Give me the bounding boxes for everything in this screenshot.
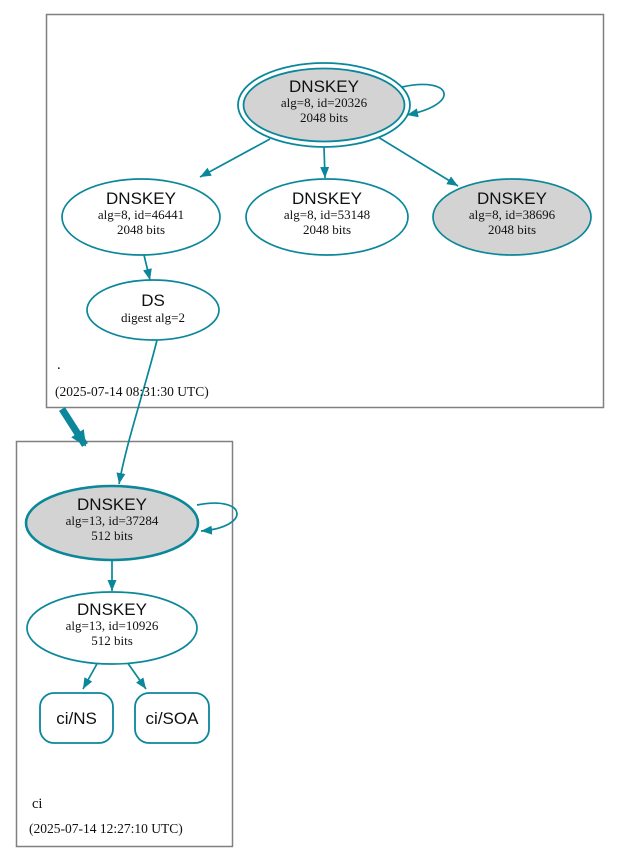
- dnskey-53148-title: DNSKEY: [292, 189, 362, 208]
- edge-46441-to-ds: [143, 254, 152, 281]
- node-dnskey-46441: DNSKEY alg=8, id=46441 2048 bits: [61, 178, 221, 256]
- node-dnskey-53148: DNSKEY alg=8, id=53148 2048 bits: [245, 178, 409, 256]
- edge-20326-to-53148: [320, 146, 330, 179]
- dnskey-38696-detail1: alg=8, id=38696: [469, 207, 556, 222]
- node-rrset-ci-ns: ci/NS: [39, 692, 114, 744]
- dnskey-38696-detail2: 2048 bits: [488, 222, 536, 237]
- ds-ellipse[interactable]: [86, 279, 220, 341]
- dnskey-10926-title: DNSKEY: [77, 600, 147, 619]
- edge-20326-to-46441: [199, 138, 271, 178]
- ds-detail1: digest alg=2: [121, 310, 185, 325]
- edge-10926-to-soa: [126, 661, 147, 690]
- dnskey-46441-ellipse[interactable]: [61, 178, 221, 256]
- zone-label-ci: ci: [32, 796, 42, 812]
- rrset-ci-ns-box[interactable]: [39, 692, 114, 744]
- dnskey-20326-detail1: alg=8, id=20326: [281, 95, 368, 110]
- dnskey-53148-ellipse[interactable]: [245, 178, 409, 256]
- dnskey-10926-detail2: 512 bits: [91, 633, 133, 648]
- dnskey-20326-title: DNSKEY: [289, 77, 359, 96]
- edge-selfsign-20326: [401, 83, 445, 118]
- node-dnskey-10926: DNSKEY alg=13, id=10926 512 bits: [26, 591, 198, 665]
- node-ds-root: DS digest alg=2: [86, 279, 220, 341]
- edge-ds-to-37284: [116, 339, 158, 485]
- dnskey-53148-detail1: alg=8, id=53148: [284, 207, 370, 222]
- dnskey-53148-detail2: 2048 bits: [303, 222, 351, 237]
- rrset-ci-ns-label: ci/NS: [56, 709, 97, 728]
- zone-timestamp-ci: (2025-07-14 12:27:10 UTC): [29, 821, 183, 836]
- rrset-ci-soa-box[interactable]: [134, 692, 210, 744]
- zone-label-root: .: [57, 357, 61, 373]
- dnskey-20326-detail2: 2048 bits: [300, 110, 348, 125]
- dnskey-10926-ellipse[interactable]: [26, 591, 198, 665]
- dnskey-37284-detail1: alg=13, id=37284: [66, 513, 159, 528]
- node-rrset-ci-soa: ci/SOA: [134, 692, 210, 744]
- zone-timestamp-root: (2025-07-14 08:31:30 UTC): [55, 384, 209, 399]
- dnskey-46441-detail2: 2048 bits: [117, 222, 165, 237]
- dnskey-10926-detail1: alg=13, id=10926: [66, 618, 159, 633]
- dnskey-20326-inner-ring[interactable]: [242, 67, 406, 143]
- dnskey-37284-title: DNSKEY: [77, 495, 147, 514]
- node-dnskey-37284: DNSKEY alg=13, id=37284 512 bits: [24, 484, 200, 562]
- dnskey-38696-ellipse[interactable]: [432, 178, 592, 256]
- edge-selfsign-37284: [196, 502, 238, 535]
- edge-zone-delegation: [59, 407, 88, 447]
- dnskey-38696-title: DNSKEY: [477, 189, 547, 208]
- ds-title: DS: [141, 291, 165, 310]
- dnskey-46441-detail1: alg=8, id=46441: [98, 207, 184, 222]
- node-dnskey-20326: DNSKEY alg=8, id=20326 2048 bits: [237, 62, 411, 148]
- dnskey-37284-ellipse[interactable]: [24, 484, 200, 562]
- edge-20326-to-38696: [377, 136, 459, 187]
- node-dnskey-38696: DNSKEY alg=8, id=38696 2048 bits: [432, 178, 592, 256]
- edge-10926-to-ns: [82, 661, 99, 690]
- dnskey-46441-title: DNSKEY: [106, 189, 176, 208]
- dnskey-37284-detail2: 512 bits: [91, 528, 133, 543]
- rrset-ci-soa-label: ci/SOA: [146, 709, 200, 728]
